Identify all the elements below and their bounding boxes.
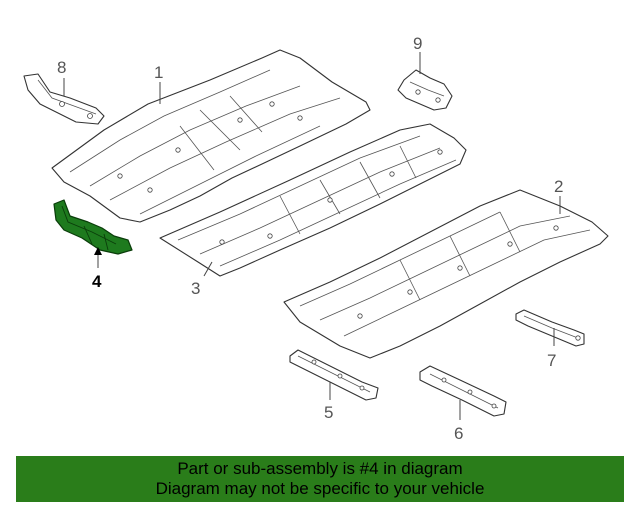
callout-7: 7 (547, 351, 556, 370)
callout-8: 8 (57, 58, 66, 77)
info-banner: Part or sub-assembly is #4 in diagram Di… (16, 456, 624, 502)
part-4-highlighted-bracket (53, 199, 133, 255)
parts-diagram: 8 1 9 3 (23, 34, 609, 443)
part-6-cross-member (419, 365, 507, 417)
callout-3: 3 (191, 279, 200, 298)
callout-2: 2 (554, 177, 563, 196)
part-7-rail (515, 309, 585, 347)
part-5-cross-member (289, 349, 379, 401)
callout-5: 5 (324, 403, 333, 422)
part-3-center-floor (159, 123, 467, 277)
part-2-rear-floor (283, 189, 609, 359)
callout-6: 6 (454, 424, 463, 443)
callout-4: 4 (92, 272, 102, 291)
banner-line-2: Diagram may not be specific to your vehi… (155, 479, 485, 498)
callout-9: 9 (413, 34, 422, 53)
part-1-front-floor (51, 49, 371, 223)
part-8-bracket (23, 73, 105, 125)
part-9-bracket (397, 69, 453, 111)
callout-1: 1 (154, 63, 163, 82)
banner-line-1: Part or sub-assembly is #4 in diagram (177, 459, 463, 478)
